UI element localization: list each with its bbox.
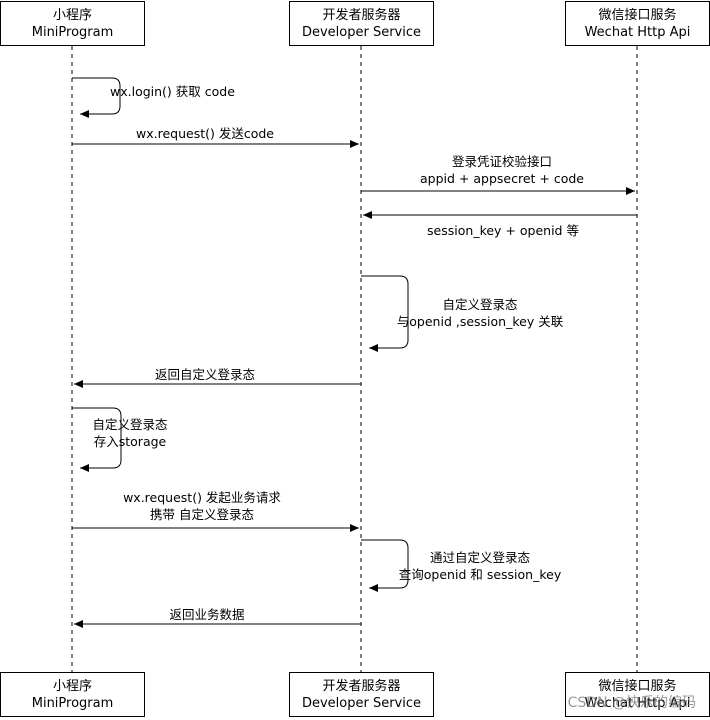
label-custom: 自定义登录态 与openid ,session_key 关联 — [397, 296, 563, 330]
label-query-line1: 通过自定义登录态 — [429, 550, 531, 565]
label-store-line1: 自定义登录态 — [92, 417, 168, 432]
arrow-query-self — [361, 539, 409, 592]
label-custom-line2: 与openid ,session_key 关联 — [396, 314, 564, 329]
arrow-custom-self — [361, 275, 409, 352]
label-biz-request: wx.request() 发起业务请求 携带 自定义登录态 — [123, 489, 281, 523]
participant-dev-bottom: 开发者服务器 Developer Service — [289, 672, 434, 717]
arrow-store-self — [72, 407, 122, 472]
label-custom-line1: 自定义登录态 — [442, 297, 518, 312]
participant-mini-bottom: 小程序 MiniProgram — [0, 672, 145, 717]
label-return-state: 返回自定义登录态 — [154, 367, 256, 382]
label-biz-line2: 携带 自定义登录态 — [150, 507, 254, 522]
label-query: 通过自定义登录态 查询openid 和 session_key — [399, 549, 561, 583]
participant-name-cn: 微信接口服务 — [598, 7, 677, 23]
arrow-login-self — [72, 77, 121, 118]
label-verify-line2: appid + appsecret + code — [420, 171, 584, 186]
participant-wx-bottom: 微信接口服务 Wechat Http Api — [565, 672, 710, 717]
label-send-code: wx.request() 发送code — [136, 126, 274, 141]
watermark: CSDN @快乐的编码 — [567, 695, 696, 711]
label-verify-line1: 登录凭证校验接口 — [451, 154, 553, 169]
participant-name-cn: 微信接口服务 — [598, 678, 677, 694]
participant-name-en: Developer Service — [301, 24, 422, 40]
participant-wx-top: 微信接口服务 Wechat Http Api — [565, 1, 710, 46]
participant-name-cn: 开发者服务器 — [322, 7, 401, 23]
participant-name-en: Wechat Http Api — [584, 695, 691, 711]
participant-name-en: MiniProgram — [31, 695, 114, 711]
label-store-line2: 存入storage — [93, 434, 167, 449]
participant-mini-top: 小程序 MiniProgram — [0, 1, 145, 46]
participant-name-en: Wechat Http Api — [584, 24, 691, 40]
participant-name-cn: 小程序 — [52, 7, 92, 23]
label-login: wx.login() 获取 code — [110, 84, 235, 99]
label-session-return: session_key + openid 等 — [427, 223, 579, 238]
participant-dev-top: 开发者服务器 Developer Service — [289, 1, 434, 46]
label-verify: 登录凭证校验接口 appid + appsecret + code — [420, 153, 584, 187]
participant-name-cn: 开发者服务器 — [322, 678, 401, 694]
label-store: 自定义登录态 存入storage — [92, 416, 167, 450]
participant-name-en: MiniProgram — [31, 24, 114, 40]
label-query-line2: 查询openid 和 session_key — [398, 567, 562, 582]
label-biz-line1: wx.request() 发起业务请求 — [123, 490, 281, 505]
label-return-biz: 返回业务数据 — [169, 607, 245, 622]
participant-name-en: Developer Service — [301, 695, 422, 711]
participant-name-cn: 小程序 — [52, 678, 92, 694]
